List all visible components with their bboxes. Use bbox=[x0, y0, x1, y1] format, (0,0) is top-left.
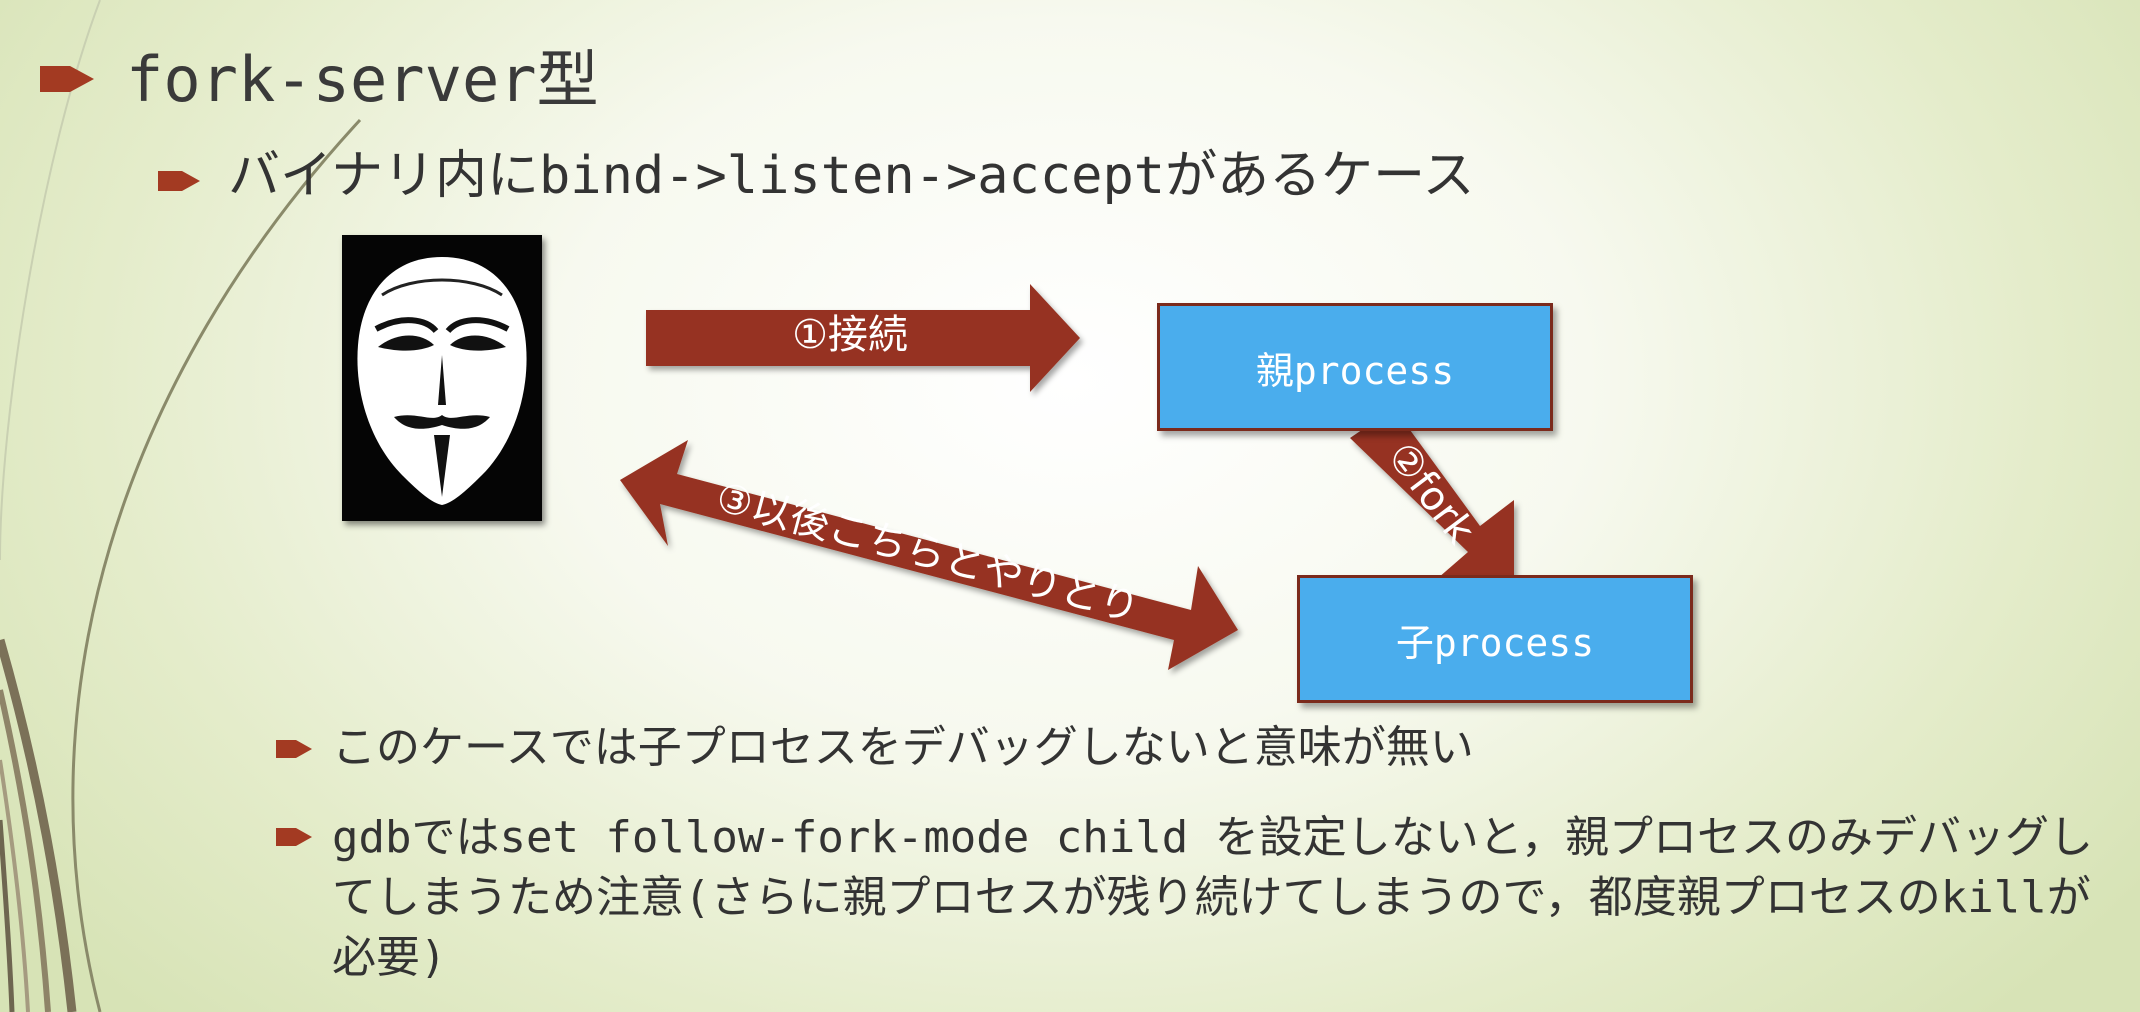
guy-fawkes-mask-icon bbox=[357, 257, 527, 505]
parent-process-box: 親process bbox=[1157, 303, 1553, 431]
child-process-box: 子process bbox=[1297, 575, 1693, 703]
fork-arrow bbox=[1350, 408, 1514, 580]
parent-process-label: 親process bbox=[1255, 348, 1455, 393]
bullet-1-icon bbox=[276, 740, 312, 758]
fork-arrow-label: ②fork bbox=[1378, 434, 1484, 553]
exchange-arrow bbox=[620, 440, 1238, 670]
bullet-2-text: gdbではset follow-fork-mode child を設定しないと，… bbox=[332, 812, 2093, 983]
anonymous-mask-image bbox=[342, 235, 542, 521]
connect-arrow bbox=[646, 284, 1080, 392]
subtitle-bullet-icon bbox=[158, 171, 200, 191]
title-bullet-icon bbox=[40, 66, 94, 92]
child-process-label: 子process bbox=[1395, 620, 1595, 665]
slide-title: fork-server型 bbox=[126, 43, 599, 116]
exchange-arrow-label: ③以後こちらとやりとり bbox=[711, 474, 1144, 631]
bullet-1-text: このケースでは子プロセスをデバッグしないと意味が無い bbox=[332, 722, 1474, 773]
connect-arrow-label: ①接続 bbox=[792, 312, 908, 358]
slide-subtitle: バイナリ内にbind->listen->acceptがあるケース bbox=[228, 146, 1475, 206]
bullet-2-icon bbox=[276, 828, 312, 846]
